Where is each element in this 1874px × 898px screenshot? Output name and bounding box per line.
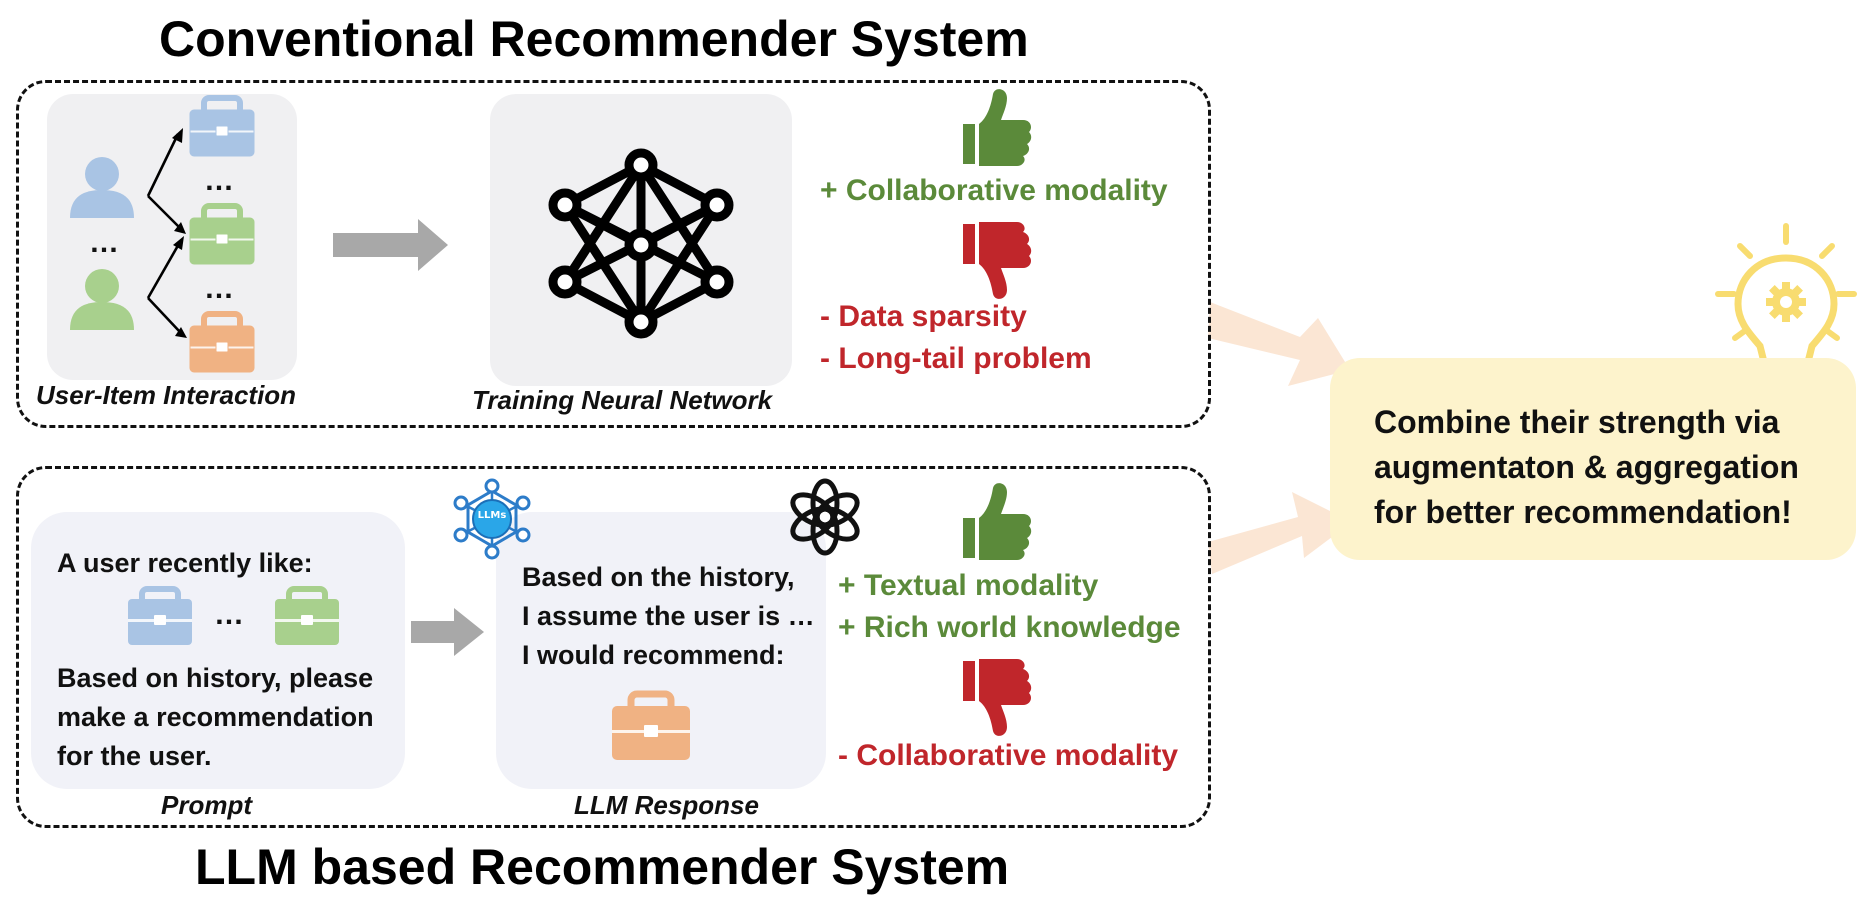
- con-collaborative: - Collaborative modality: [838, 739, 1179, 772]
- prompt-ellipsis: …: [214, 598, 244, 631]
- response-line3: I would recommend:: [522, 640, 785, 670]
- openai-logo-icon: [790, 478, 860, 556]
- conventional-title: Conventional Recommender System: [159, 11, 1029, 67]
- response-line2: I assume the user is …: [522, 601, 815, 631]
- arrow-icon: [1208, 492, 1352, 574]
- llm-badge-label: LLMs: [477, 510, 507, 521]
- pro-textual: + Textual modality: [838, 569, 1099, 602]
- arrow-icon: [411, 608, 484, 656]
- prompt-caption: Prompt: [161, 790, 252, 820]
- prompt-body: Based on history, please make a recommen…: [57, 663, 374, 771]
- item-ellipsis: …: [204, 164, 234, 197]
- user-icon: [70, 157, 134, 218]
- response-caption: LLM Response: [574, 790, 759, 820]
- arrow-icon: [1208, 302, 1350, 386]
- con-data-sparsity: - Data sparsity: [820, 300, 1027, 333]
- user-ellipsis: …: [89, 226, 119, 259]
- combined-strength-box: Combine their strength via augmentaton &…: [1330, 358, 1856, 560]
- pro-world-knowledge: + Rich world knowledge: [838, 611, 1181, 644]
- user-icon: [70, 269, 134, 330]
- pro-collaborative: + Collaborative modality: [820, 174, 1168, 207]
- arrow-icon: [333, 219, 448, 271]
- briefcase-icon: [128, 586, 192, 645]
- combine-line2: augmentaton & aggregation: [1374, 449, 1799, 485]
- llm-system-box: [16, 466, 1211, 828]
- network-caption: Training Neural Network: [472, 385, 773, 415]
- response-line1: Based on the history,: [522, 562, 795, 592]
- combine-line1: Combine their strength via: [1374, 404, 1780, 440]
- briefcase-icon: [612, 690, 690, 760]
- interaction-caption: User-Item Interaction: [36, 380, 297, 410]
- combine-line3: for better recommendation!: [1374, 494, 1792, 530]
- prompt-line1: A user recently like:: [57, 548, 313, 578]
- conventional-system-box: [16, 80, 1211, 428]
- llm-badge-icon: [453, 478, 531, 560]
- briefcase-icon: [275, 586, 339, 645]
- llm-title: LLM based Recommender System: [195, 839, 1010, 895]
- item-ellipsis: …: [204, 272, 234, 305]
- con-long-tail: - Long-tail problem: [820, 342, 1092, 375]
